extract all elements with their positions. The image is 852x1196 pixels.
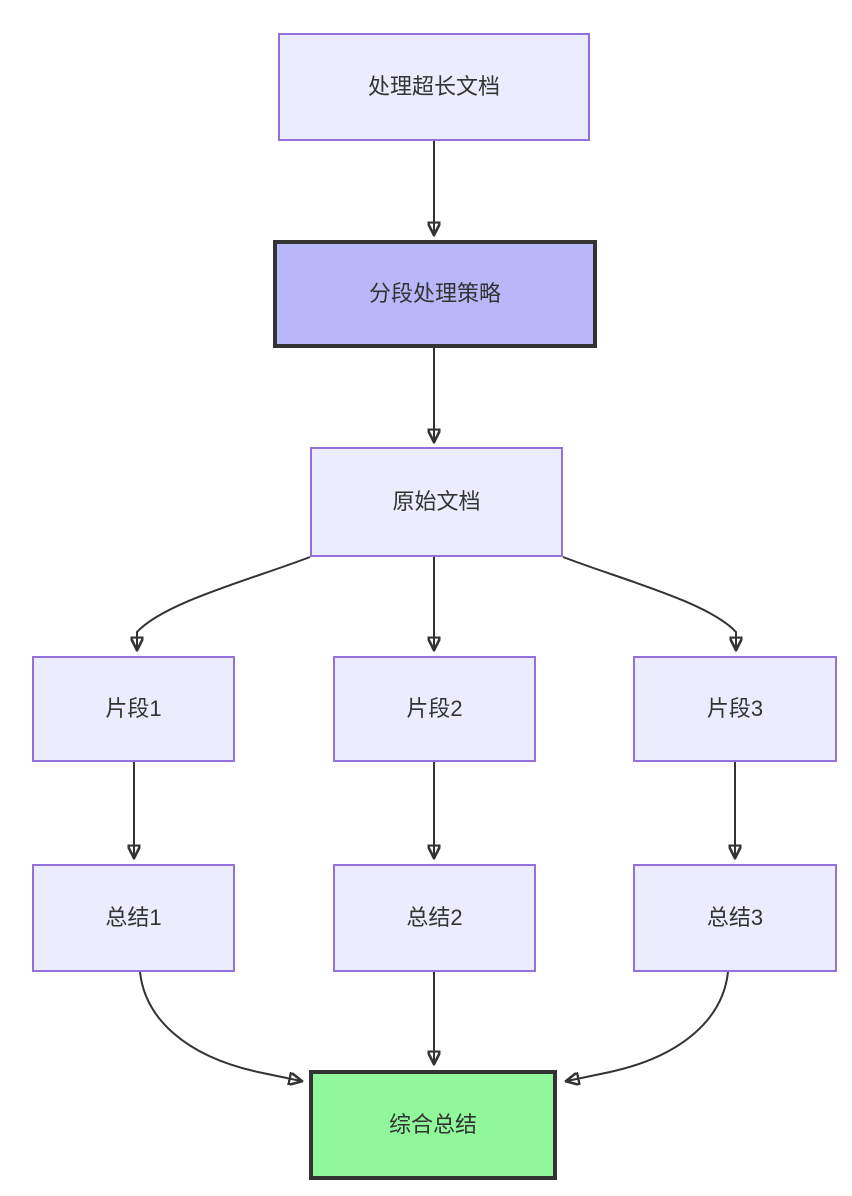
node-summary-2-label: 总结2 [406, 904, 463, 930]
edge-sum1-to-final [139, 971, 301, 1081]
node-fragment-3: 片段3 [633, 656, 837, 762]
node-original-doc: 原始文档 [310, 447, 563, 557]
node-strategy-label: 分段处理策略 [368, 280, 501, 306]
node-process-doc-label: 处理超长文档 [367, 73, 500, 99]
node-final-summary: 综合总结 [309, 1070, 557, 1180]
node-original-doc-label: 原始文档 [392, 488, 481, 514]
node-strategy: 分段处理策略 [273, 240, 597, 348]
node-summary-1-label: 总结1 [105, 904, 162, 930]
node-summary-2: 总结2 [333, 864, 536, 972]
edge-original-to-frag3 [562, 556, 736, 649]
node-fragment-2: 片段2 [333, 656, 536, 762]
node-fragment-3-label: 片段3 [706, 695, 764, 721]
edge-original-to-frag1 [137, 556, 311, 649]
node-fragment-2-label: 片段2 [406, 695, 463, 721]
node-summary-3: 总结3 [633, 864, 837, 972]
node-fragment-1: 片段1 [32, 656, 235, 762]
node-summary-1: 总结1 [32, 864, 235, 972]
node-final-summary-label: 综合总结 [388, 1111, 477, 1137]
node-process-doc: 处理超长文档 [278, 33, 590, 141]
node-summary-3-label: 总结3 [706, 904, 764, 930]
edge-sum3-to-final [567, 971, 729, 1081]
node-fragment-1-label: 片段1 [105, 695, 162, 721]
